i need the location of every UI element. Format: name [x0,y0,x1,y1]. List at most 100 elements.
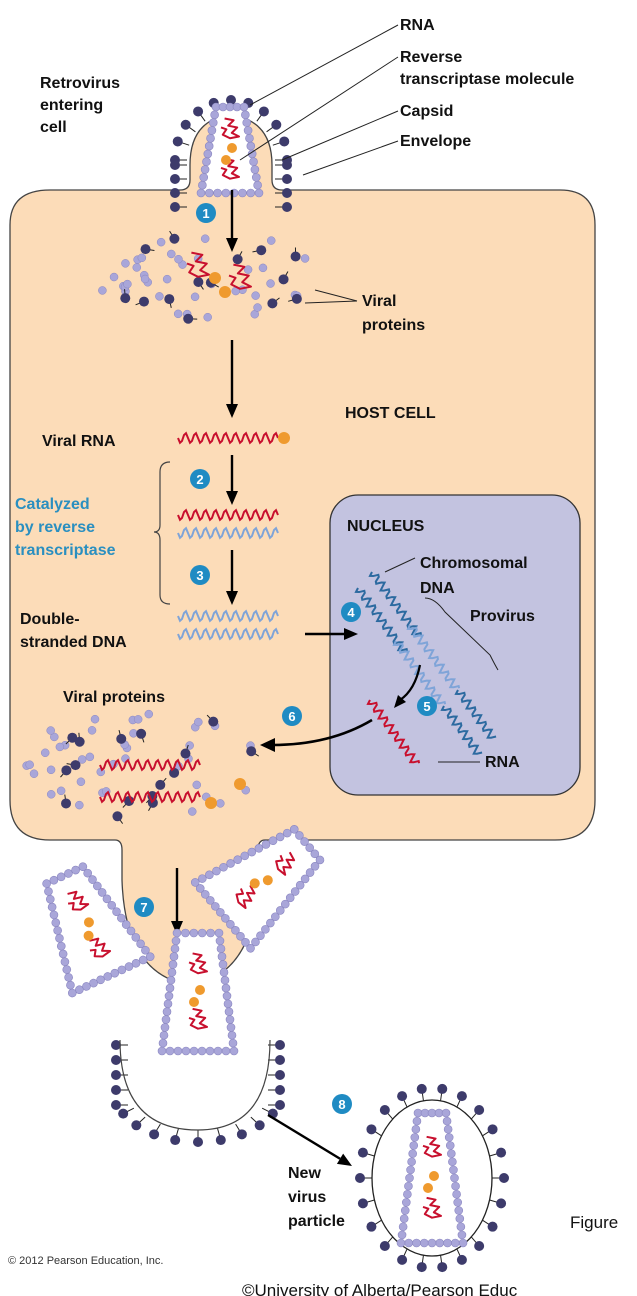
rna-strand [422,1135,442,1158]
capsid-bead [164,991,174,1001]
capsid-bead [166,975,176,985]
viral-protein-capsid [174,254,183,264]
viral-protein-capsid [87,726,97,735]
viral-protein-glycoprotein [246,746,257,757]
capsid-bead [200,165,210,174]
viral-protein-capsid [190,292,200,302]
arrow-step-5-shaft [399,664,422,701]
dna-strand-hybrid [177,526,279,540]
arrow-to-viral-rna [226,340,238,418]
capsid-bead [207,126,217,135]
new-virus-glycoprotein [366,1221,377,1232]
label-retrovirus-2: entering [40,97,103,114]
capsid-bead [239,102,249,112]
reverse-transcriptase [227,143,237,153]
viral-protein-capsid [56,786,66,796]
capsid-bead [400,1206,410,1215]
capsid-bead [165,1046,175,1056]
reverse-transcriptase [234,778,246,790]
viral-protein-capsid [173,309,183,319]
capsid-bead [44,887,53,896]
viral-protein-capsid [55,742,65,752]
bud-glycoprotein [111,1100,121,1110]
viral-protein-glycoprotein [61,798,72,809]
viral-protein-capsid [46,790,56,799]
bud-glycoprotein [111,1070,121,1080]
label-new-1: New [288,1165,321,1182]
svg-text:6: 6 [288,709,295,724]
capsid-bead [173,1046,183,1056]
capsid-bead [246,188,256,198]
capsid-bead [455,1214,465,1223]
capsid-bead [412,1116,422,1126]
capsid-bead [443,1238,452,1248]
step-7-badge: 7 [134,897,154,917]
label-rna-nucleus: RNA [485,754,520,771]
callout-viral-proteins [314,289,358,302]
envelope-glycoprotein [226,95,236,105]
rna-strand [89,937,112,958]
callout-chromosomal-dna [384,557,416,573]
envelope-glycoprotein [279,136,290,147]
new-virus-glycoprotein [456,1254,467,1265]
arrow-step-1-head [226,238,238,252]
new-virus-glycoprotein [487,1221,498,1232]
viral-protein-capsid [109,272,119,282]
label-viral-proteins-2: Viral proteins [63,689,165,706]
capsid-bead [160,1023,170,1032]
new-viral-rna-1 [99,758,201,772]
callout-capsid [281,110,399,161]
envelope-glycoprotein [258,106,269,117]
capsid-bead [254,188,264,198]
new-virus-glycoprotein [437,1083,448,1094]
capsid-bead [442,1116,452,1126]
capsid-bead [441,1108,451,1118]
provirus-brace [424,597,499,671]
capsid-bead [221,983,231,993]
viral-protein-glycoprotein [140,244,151,255]
bud-envelope [119,1039,271,1131]
capsid-bead [398,1222,408,1232]
reverse-transcriptase [221,155,231,165]
svg-text:4: 4 [347,605,355,620]
capsid-bead [181,1046,191,1056]
envelope-glycoprotein [282,174,292,184]
step-1-badge: 1 [196,203,216,223]
capsid-bead [196,188,206,198]
viral-protein-capsid [85,752,95,762]
capsid-bead [449,1165,458,1175]
reverse-transcriptase [423,1183,433,1193]
arrow-step-8 [267,1113,352,1166]
ds-dna-strand-1 [177,609,279,623]
new-virus-glycoprotein [357,1147,368,1158]
capsid-bead [205,1046,215,1056]
viral-protein-glycoprotein [291,293,302,304]
capsid-bead [213,1046,223,1056]
assembled-capsid-right [190,825,325,953]
rna-strand [188,952,208,975]
capsid-bead [158,1038,168,1048]
viral-protein-glycoprotein [232,254,243,265]
svg-text:3: 3 [196,568,203,583]
arrow-step-3 [226,550,238,605]
capsid-bead [226,1023,236,1032]
label-viral-proteins-1a: Viral [362,293,396,310]
viral-protein-capsid [29,769,39,778]
capsid-bead [419,1238,429,1248]
label-reverse-1: Reverse [400,49,462,66]
label-envelope: Envelope [400,133,471,150]
label-chromosomal-2: DNA [420,580,455,597]
capsid-bead [222,991,232,1001]
label-reverse-2: transcriptase molecule [400,71,574,88]
capsid-bead [404,1181,413,1191]
new-virus-glycoprotein [496,1147,507,1158]
capsid-bead [443,1124,453,1134]
viral-protein-capsid [155,292,164,301]
rna-strand [188,1007,208,1030]
viral-protein-glycoprotein [267,298,278,309]
capsid-bead [206,133,215,143]
arrow-step-2 [226,455,238,505]
nucleus [329,494,581,796]
reverse-transcriptase [429,1171,439,1181]
step-3-badge: 3 [190,565,210,585]
